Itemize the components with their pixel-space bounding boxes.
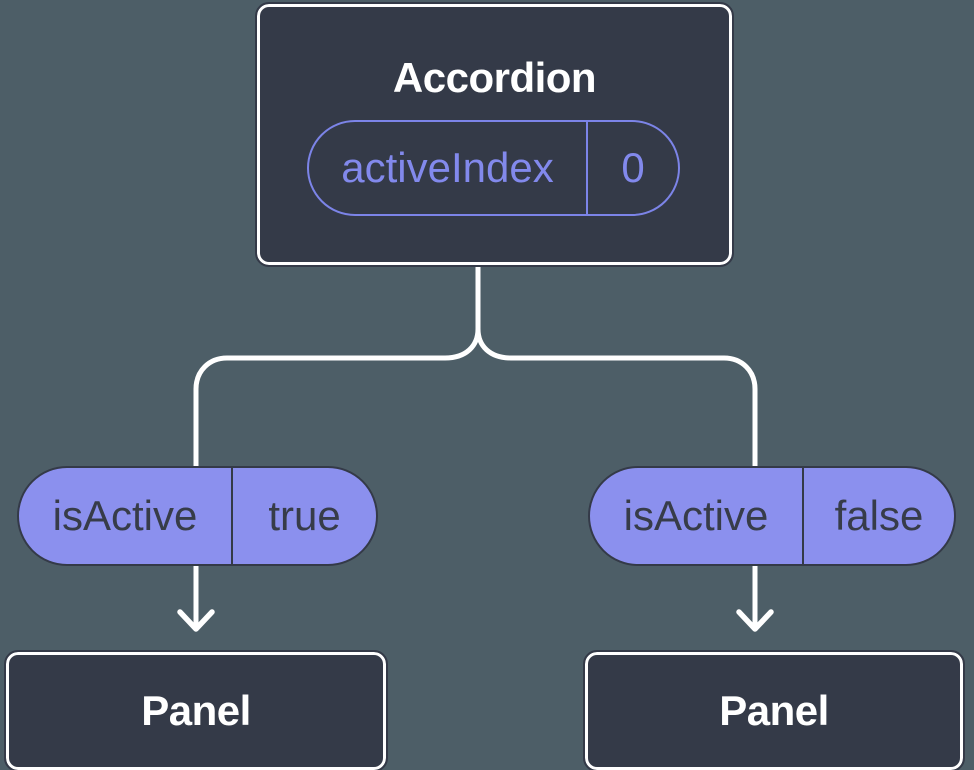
prop-pill-name: isActive	[19, 468, 233, 564]
prop-pill-name: isActive	[590, 468, 804, 564]
component-node-accordion: Accordion activeIndex 0	[255, 2, 734, 267]
prop-pill-value: true	[268, 492, 341, 539]
state-pill-name: activeIndex	[309, 122, 588, 214]
arrow-down-left-icon	[177, 609, 215, 632]
state-pill-value: 0	[621, 144, 645, 191]
connector-branch-left	[193, 328, 481, 468]
component-node-panel-right: Panel	[583, 650, 965, 770]
component-title: Panel	[141, 687, 251, 734]
state-pill: activeIndex 0	[307, 120, 680, 216]
component-node-panel-left: Panel	[4, 650, 388, 770]
arrow-down-right-icon	[736, 609, 774, 632]
prop-pill-left: isActive true	[17, 466, 378, 566]
prop-pill-value: false	[834, 492, 924, 539]
connector-branch-right	[475, 328, 758, 468]
prop-pill-right: isActive false	[588, 466, 956, 566]
component-title: Panel	[719, 687, 829, 734]
component-title: Accordion	[392, 54, 597, 101]
